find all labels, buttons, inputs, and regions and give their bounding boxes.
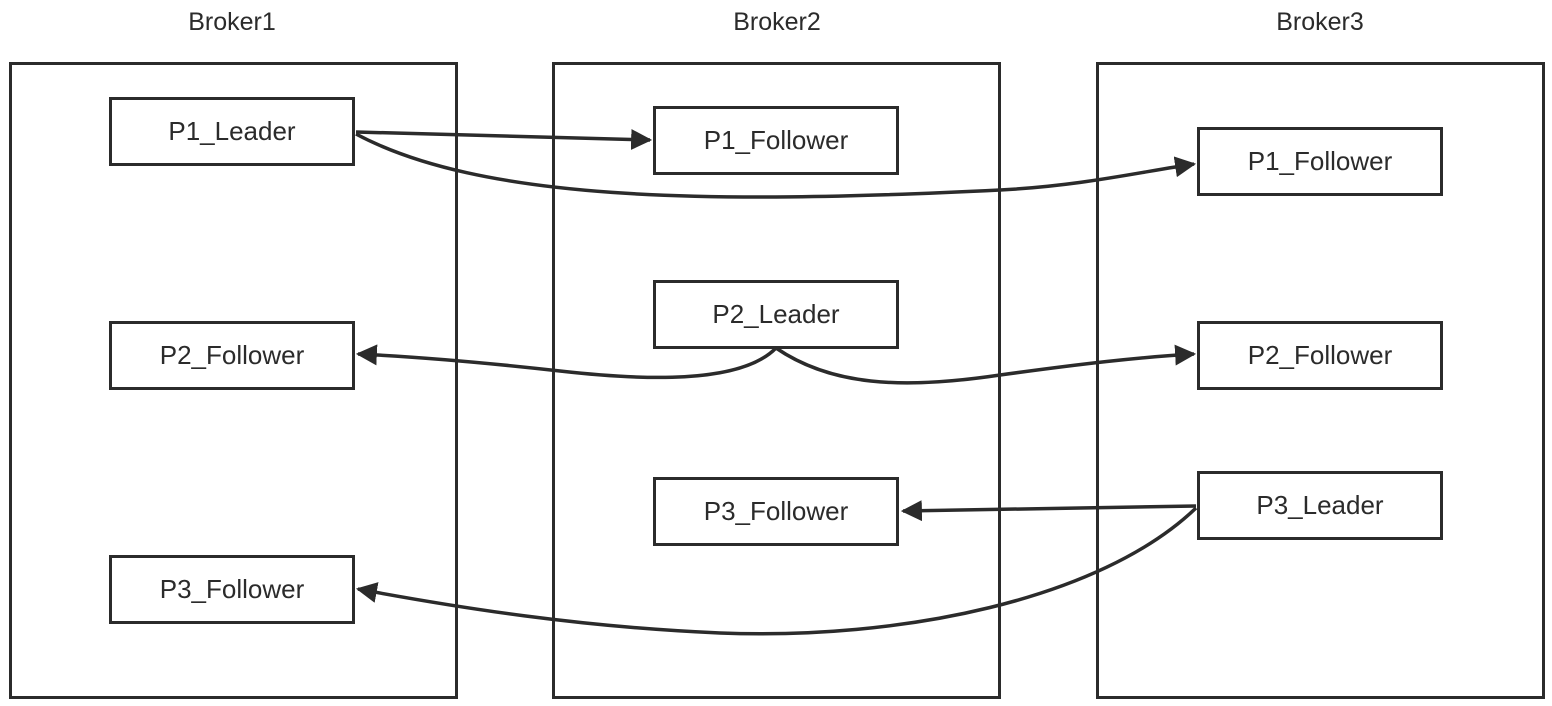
broker2-p3-follower: P3_Follower bbox=[653, 477, 899, 546]
arrow-p1-leader-to-broker3-follower bbox=[355, 132, 1197, 199]
broker2-p1-follower: P1_Follower bbox=[653, 106, 899, 175]
arrow-p3-leader-to-broker1-follower bbox=[355, 506, 1198, 636]
broker2-p2-leader: P2_Leader bbox=[653, 280, 899, 349]
broker2-title: Broker2 bbox=[733, 8, 821, 36]
node-label: P2_Follower bbox=[1247, 340, 1393, 370]
arrow-p2-leader-to-broker3-follower bbox=[775, 344, 1197, 385]
broker1-box bbox=[9, 62, 458, 699]
node-label: P3_Follower bbox=[703, 496, 849, 526]
arrow-p2-leader-to-broker1-follower bbox=[355, 344, 778, 380]
broker1-title: Broker1 bbox=[188, 8, 276, 36]
broker3-p2-follower: P2_Follower bbox=[1197, 321, 1443, 390]
broker3-box bbox=[1096, 62, 1545, 699]
broker1-p3-follower: P3_Follower bbox=[109, 555, 355, 624]
broker3-p1-follower: P1_Follower bbox=[1197, 127, 1443, 196]
node-label: P1_Leader bbox=[168, 116, 296, 146]
arrow-p3-leader-to-broker2-follower bbox=[900, 500, 1197, 522]
broker1-p2-follower: P2_Follower bbox=[109, 321, 355, 390]
broker3-title: Broker3 bbox=[1276, 8, 1364, 36]
node-label: P3_Leader bbox=[1256, 490, 1384, 520]
node-label: P2_Follower bbox=[159, 340, 305, 370]
broker2-box bbox=[552, 62, 1001, 699]
arrow-p1-leader-to-broker2-follower bbox=[355, 128, 653, 150]
broker3-p3-leader: P3_Leader bbox=[1197, 471, 1443, 540]
node-label: P2_Leader bbox=[712, 299, 840, 329]
node-label: P1_Follower bbox=[1247, 146, 1393, 176]
node-label: P1_Follower bbox=[703, 125, 849, 155]
node-label: P3_Follower bbox=[159, 574, 305, 604]
broker1-p1-leader: P1_Leader bbox=[109, 97, 355, 166]
